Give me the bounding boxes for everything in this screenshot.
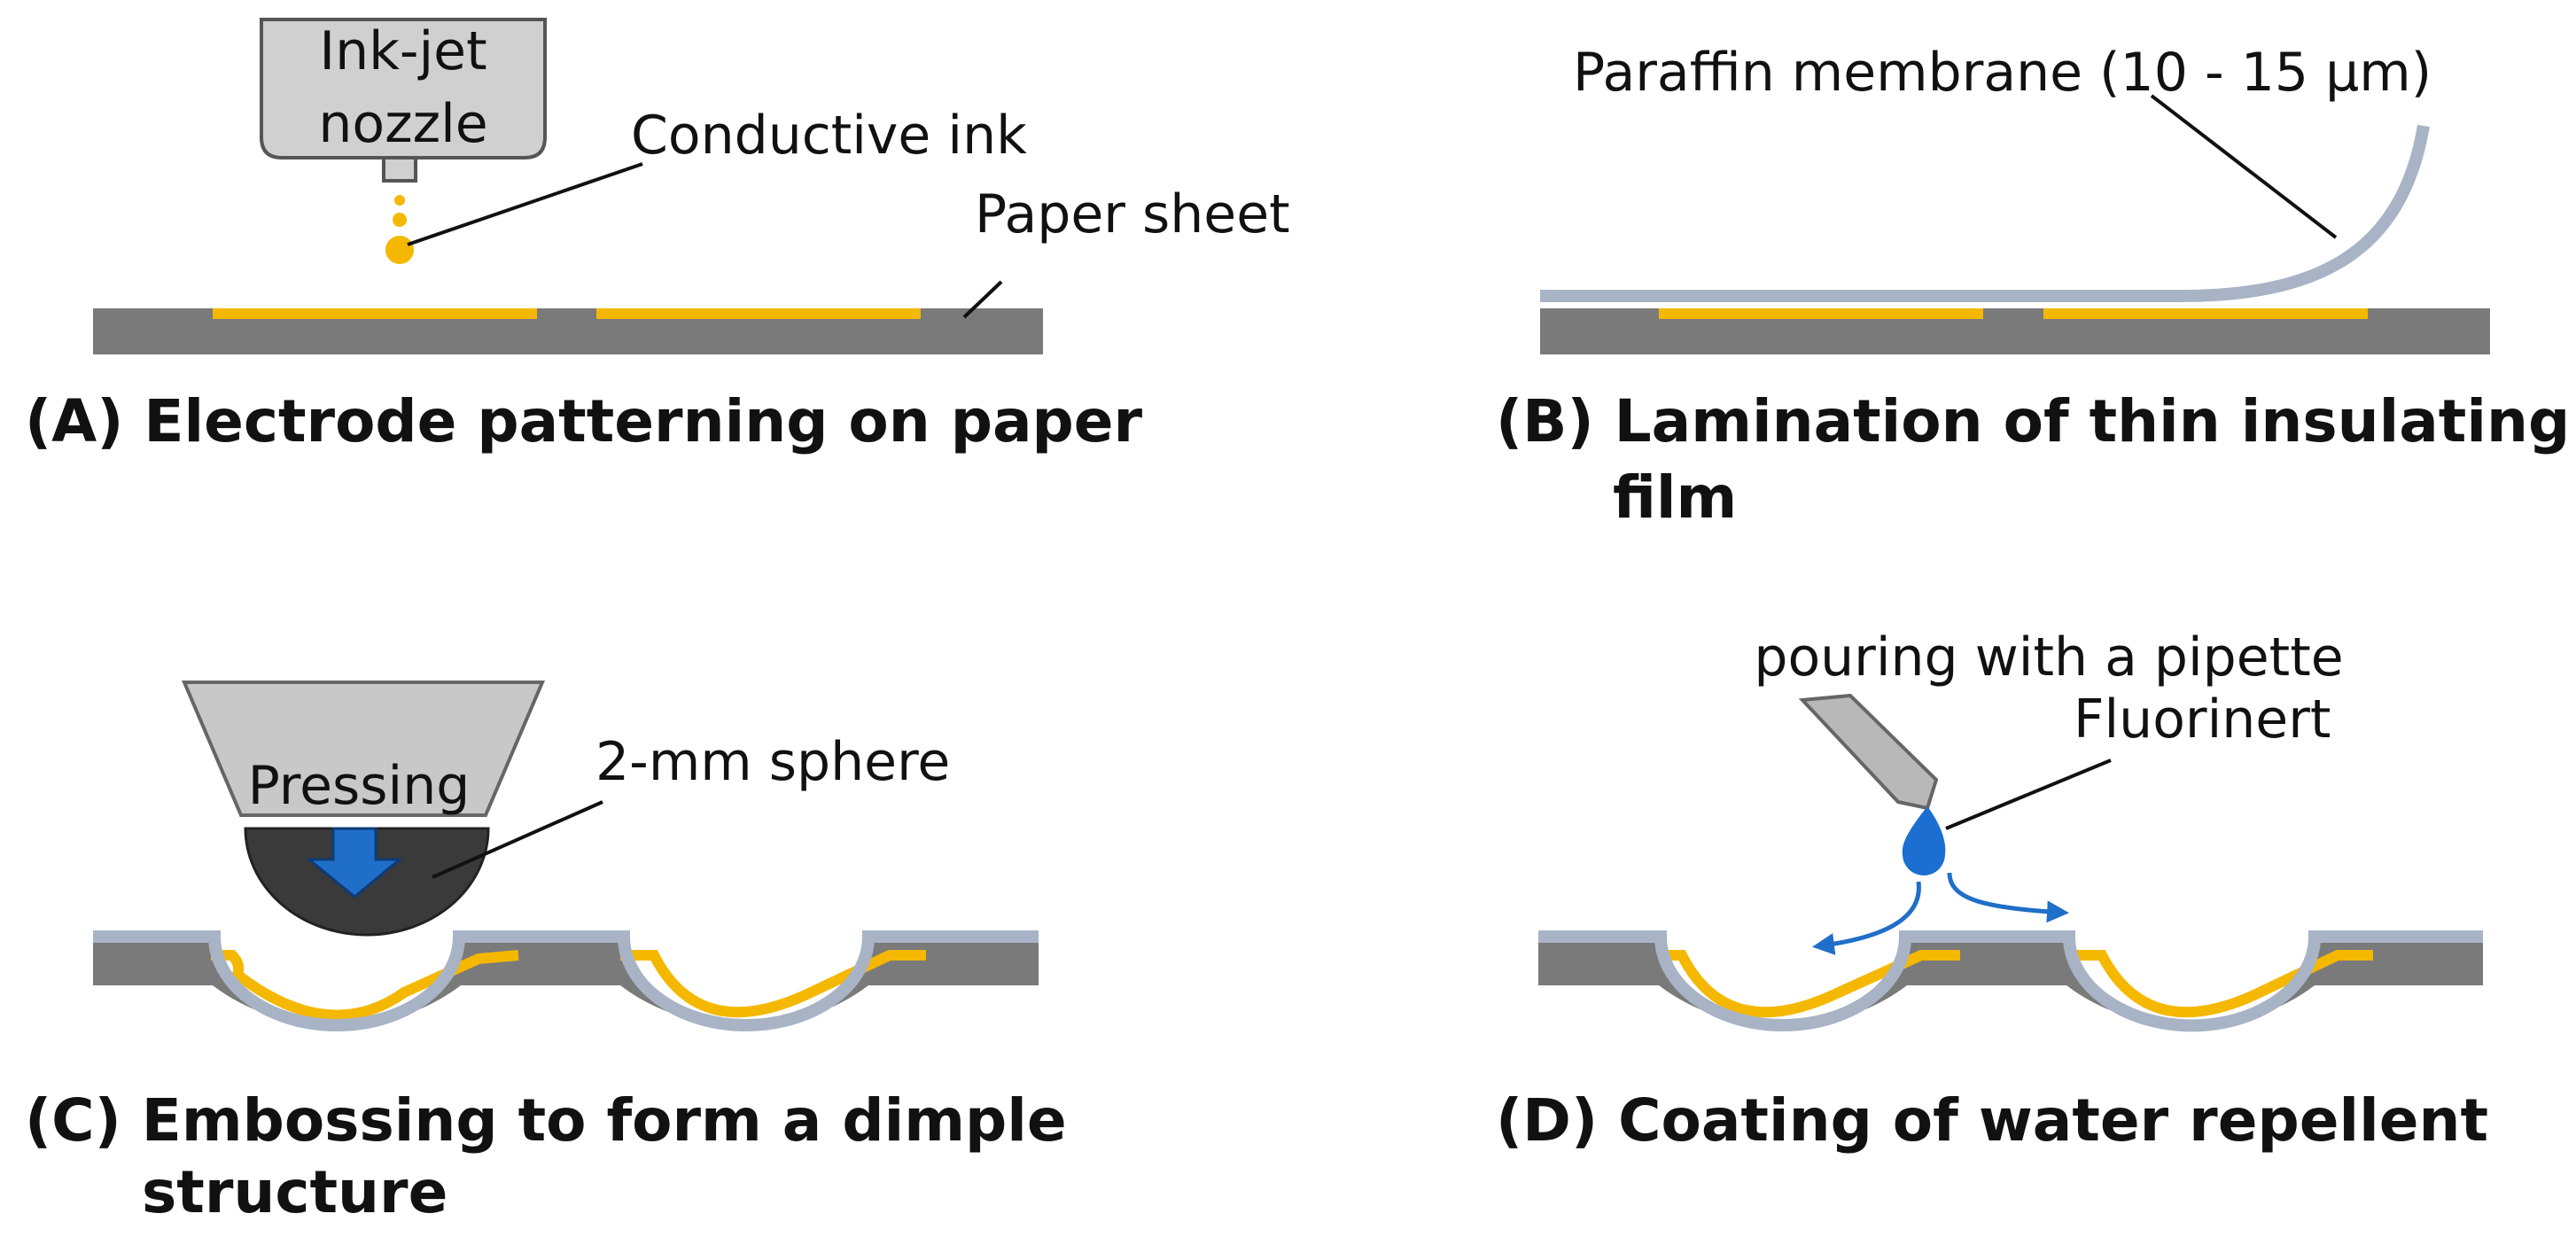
press-tool <box>181 681 546 817</box>
pressing-arrow <box>305 827 404 899</box>
pressing-label: Pressing <box>248 755 471 817</box>
ink-droplet-medium <box>393 213 407 227</box>
panel-a: Ink-jet nozzle Conductive ink Paper shee… <box>25 18 1290 455</box>
caption-d: (D) Coating of water repellent <box>1496 1086 2488 1155</box>
electrode-right <box>596 308 921 319</box>
caption-a: (A) Electrode patterning on paper <box>25 387 1143 455</box>
electrode-dimple-left <box>211 950 519 1021</box>
ink-droplet-small <box>394 195 405 206</box>
embossed-substrate-d <box>1538 930 2483 1029</box>
electrode-left-b <box>1659 308 1983 319</box>
paper-leader-line <box>962 280 1003 319</box>
panel-b: Paraffin membrane (10 - 15 µm) (B) Lamin… <box>1496 42 2570 532</box>
nozzle-label-line2: nozzle <box>318 93 487 155</box>
embossed-substrate <box>93 930 1039 1028</box>
ink-droplet-large <box>385 236 414 264</box>
sphere-leader-line <box>432 800 603 879</box>
panel-c: Pressing 2-mm sphere (C) Embossing to fo… <box>25 681 1067 1226</box>
caption-c-line2: structure <box>142 1158 447 1226</box>
electrode-left <box>213 308 537 319</box>
paraffin-membrane <box>1540 124 2430 302</box>
ink-leader-line <box>407 162 643 246</box>
pipette <box>1798 693 1939 811</box>
panel-d: pouring with a pipette Fluorinert (D) Co… <box>1496 626 2488 1155</box>
water-repellent-layer <box>1538 930 2483 1032</box>
electrode-right-b <box>2043 308 2368 319</box>
pipette-label: pouring with a pipette <box>1754 626 2343 689</box>
fluorinert-label: Fluorinert <box>2074 689 2331 751</box>
sphere-label: 2-mm sphere <box>595 731 950 793</box>
caption-c-line1: (C) Embossing to form a dimple <box>25 1086 1067 1155</box>
electrode-dimple-right <box>620 950 926 1018</box>
spread-arrow-right <box>1947 872 2069 923</box>
spread-arrow-left <box>1812 881 1921 955</box>
conductive-ink-label: Conductive ink <box>631 105 1027 167</box>
inkjet-nozzle <box>260 18 547 159</box>
membrane-leader-line <box>2150 94 2338 239</box>
electrode-dimple-right-d <box>2068 950 2373 1018</box>
caption-b-line1: (B) Lamination of thin insulating <box>1496 387 2570 455</box>
fluorinert-drop <box>1902 806 1946 875</box>
caption-b-line2: film <box>1613 463 1737 532</box>
paraffin-membrane-label: Paraffin membrane (10 - 15 µm) <box>1573 42 2432 104</box>
paper-sheet-label: Paper sheet <box>975 183 1290 245</box>
nozzle-label-line1: Ink-jet <box>319 20 486 82</box>
fluid-leader-line <box>1945 759 2112 830</box>
electrode-dimple-left-d <box>1659 950 1960 1018</box>
nozzle-tip <box>382 156 417 183</box>
membrane-layer-c <box>93 930 1039 1031</box>
